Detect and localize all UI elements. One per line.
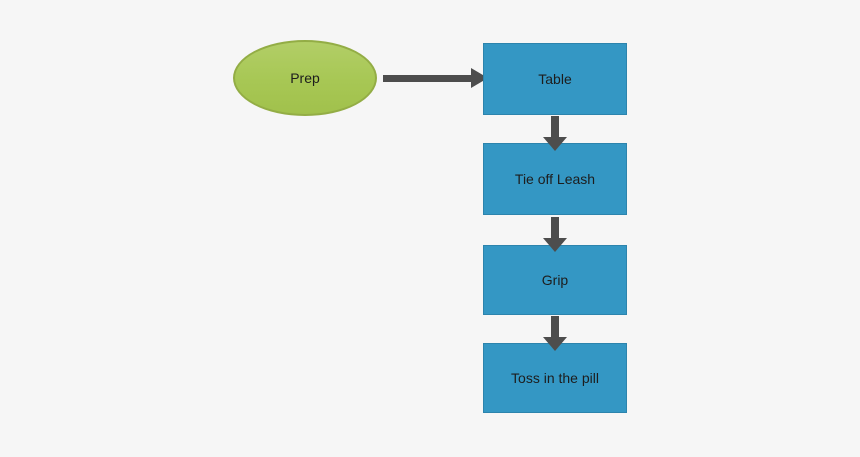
process-node-toss-in-the-pill: Toss in the pill — [483, 343, 627, 413]
start-node-label: Prep — [290, 69, 320, 86]
connector-tie-off-leash-to-grip — [551, 217, 559, 238]
process-node-label: Grip — [541, 271, 569, 288]
process-node-grip: Grip — [483, 245, 627, 315]
process-node-table: Table — [483, 43, 627, 115]
process-node-tie-off-leash: Tie off Leash — [483, 143, 627, 215]
arrowhead-down-icon — [543, 238, 567, 252]
connector-table-to-tie-off-leash — [551, 116, 559, 137]
process-node-label: Toss in the pill — [511, 369, 599, 386]
start-node-prep: Prep — [233, 40, 377, 116]
process-node-label: Tie off Leash — [514, 170, 596, 187]
arrowhead-down-icon — [543, 337, 567, 351]
connector-grip-to-toss-in-the-pill — [551, 316, 559, 337]
process-node-label: Table — [538, 70, 572, 87]
arrowhead-down-icon — [543, 137, 567, 151]
connector-prep-to-table — [383, 75, 471, 82]
